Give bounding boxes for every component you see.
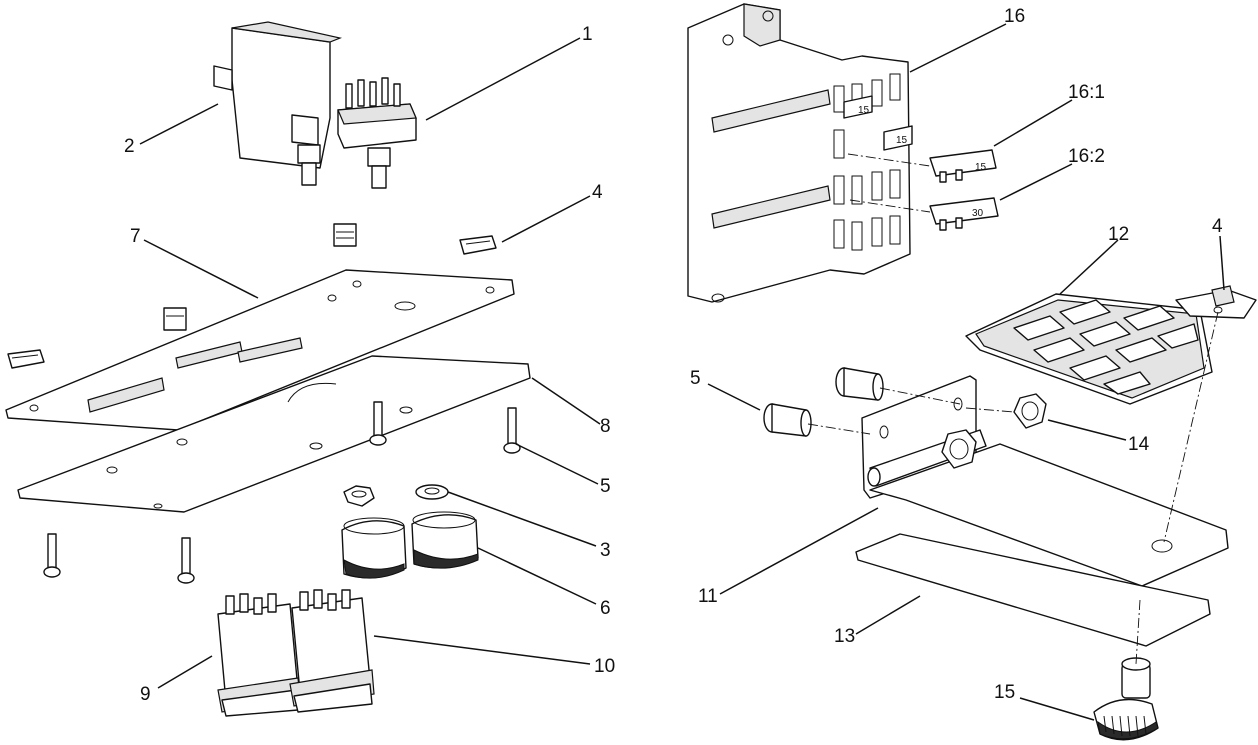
part-10-rocker-switch: [289, 589, 375, 713]
part-5-screw-1: [369, 401, 387, 446]
part-6-cap-left: [341, 517, 407, 579]
callout-4-right: 4: [1212, 216, 1223, 237]
knob-knurling: [1103, 715, 1147, 737]
callout-13: 13: [834, 626, 855, 647]
fuse-label: 15: [858, 105, 870, 116]
part-4-clip-right: [1175, 285, 1257, 319]
callout-6: 6: [600, 598, 611, 619]
callout-11: 11: [698, 586, 718, 607]
callout-7: 7: [130, 226, 141, 247]
part-2-switch-housing: [213, 21, 343, 186]
callout-5-right: 5: [690, 368, 701, 389]
callout-16: 16: [1004, 6, 1025, 27]
part-5-screw-6: [835, 367, 884, 401]
fuse-in-block-1: 15: [843, 95, 873, 119]
callout-10: 10: [594, 656, 615, 677]
callout-15: 15: [994, 682, 1015, 703]
part-14-hex-nut: [1013, 393, 1047, 429]
part-16-fuse-block: [687, 3, 911, 303]
callout-16-2: 16:2: [1068, 146, 1105, 167]
part-5-screw-5: [763, 403, 812, 437]
part-3-nut: [343, 485, 375, 507]
part-9-rocker-switch: [217, 593, 301, 717]
callout-2: 2: [124, 136, 135, 157]
callout-9: 9: [140, 684, 151, 705]
callout-4-left: 4: [592, 182, 603, 203]
clip-top-center: [333, 223, 357, 247]
callout-3: 3: [600, 540, 611, 561]
clip-mid-left: [163, 307, 187, 331]
part-5-screw-3: [43, 533, 61, 578]
part-1-switch: [337, 77, 417, 189]
part-8-lower-plate: [17, 355, 531, 513]
part-16-2-fuse: 30: [929, 197, 999, 231]
callout-16-1: 16:1: [1068, 82, 1105, 103]
part-15-knob: [1093, 657, 1159, 741]
fuse-label: 30: [972, 208, 984, 219]
callout-12: 12: [1108, 224, 1129, 245]
part-5-screw-2: [503, 407, 521, 454]
fuse-in-block-2: 15: [883, 125, 913, 151]
callout-14: 14: [1128, 434, 1150, 455]
part-12-fuse-panel: [965, 293, 1213, 405]
part-5-screw-4: [177, 537, 195, 584]
part-11-bracket: [861, 375, 1229, 587]
callout-8: 8: [600, 416, 611, 437]
callout-1: 1: [582, 24, 593, 45]
fuse-label: 15: [896, 135, 908, 146]
part-13-gasket: [855, 533, 1211, 647]
callout-5-left: 5: [600, 476, 611, 497]
part-7-upper-plate: [5, 269, 515, 431]
clip-far-left: [7, 349, 45, 369]
part-6-cap-right: [411, 511, 479, 569]
part-3-washer: [415, 484, 449, 500]
part-4-clip-left: [459, 235, 497, 255]
fuse-label: 15: [975, 162, 987, 173]
part-16-1-fuse: 15: [929, 149, 997, 183]
